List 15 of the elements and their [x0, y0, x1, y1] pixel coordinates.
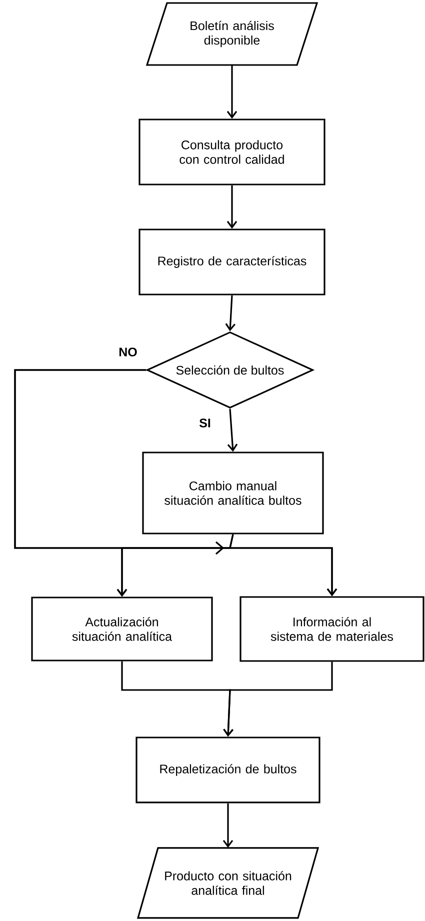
arrow [226, 185, 238, 229]
process-box: Actualización situación analítica [31, 596, 213, 662]
process-box: Consulta producto con control calidad [138, 118, 326, 186]
arrow [226, 65, 238, 119]
edge-label: SI [198, 418, 212, 428]
process-box: Cambio manual situación analítica bultos [142, 452, 324, 534]
arrow [225, 295, 236, 332]
process-box: Repaletización de bultos [136, 736, 320, 804]
edge-label: NO [118, 346, 138, 358]
arrow [222, 803, 234, 848]
arrow [229, 534, 338, 596]
process-box: Registro de características [138, 228, 326, 296]
arrow [223, 662, 333, 737]
process-box: Información al sistema de materiales [240, 596, 424, 662]
arrow [227, 408, 238, 452]
